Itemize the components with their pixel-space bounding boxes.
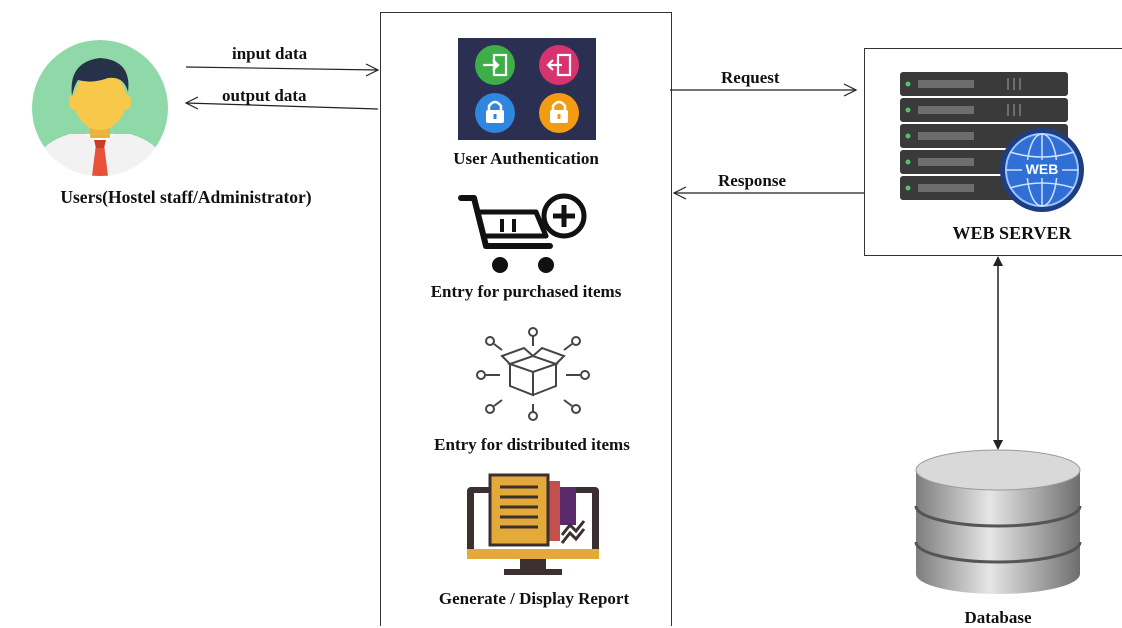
database-label: Database — [964, 608, 1032, 627]
box-distribution-icon — [476, 327, 590, 421]
authentication-icon — [458, 38, 596, 140]
input-data-label: input data — [232, 44, 308, 63]
module-label-authentication: User Authentication — [453, 149, 599, 168]
user-avatar-icon — [32, 40, 168, 176]
web-server-box — [864, 48, 1122, 256]
request-label: Request — [721, 68, 780, 87]
user-label: Users(Hostel staff/Administrator) — [60, 187, 312, 207]
shopping-cart-add-icon — [458, 193, 587, 273]
response-label: Response — [718, 171, 787, 190]
module-label-purchased: Entry for purchased items — [430, 282, 622, 301]
module-label-report: Generate / Display Report — [438, 589, 630, 608]
module-label-distributed: Entry for distributed items — [434, 435, 630, 454]
web-server-label: WEB SERVER — [952, 223, 1072, 243]
web-badge-label: WEB — [1025, 161, 1059, 177]
report-monitor-icon — [467, 473, 599, 575]
output-data-label: output data — [222, 86, 307, 105]
server-rack-icon — [900, 72, 1084, 212]
database-icon — [914, 449, 1082, 594]
client-modules-box — [380, 12, 672, 626]
